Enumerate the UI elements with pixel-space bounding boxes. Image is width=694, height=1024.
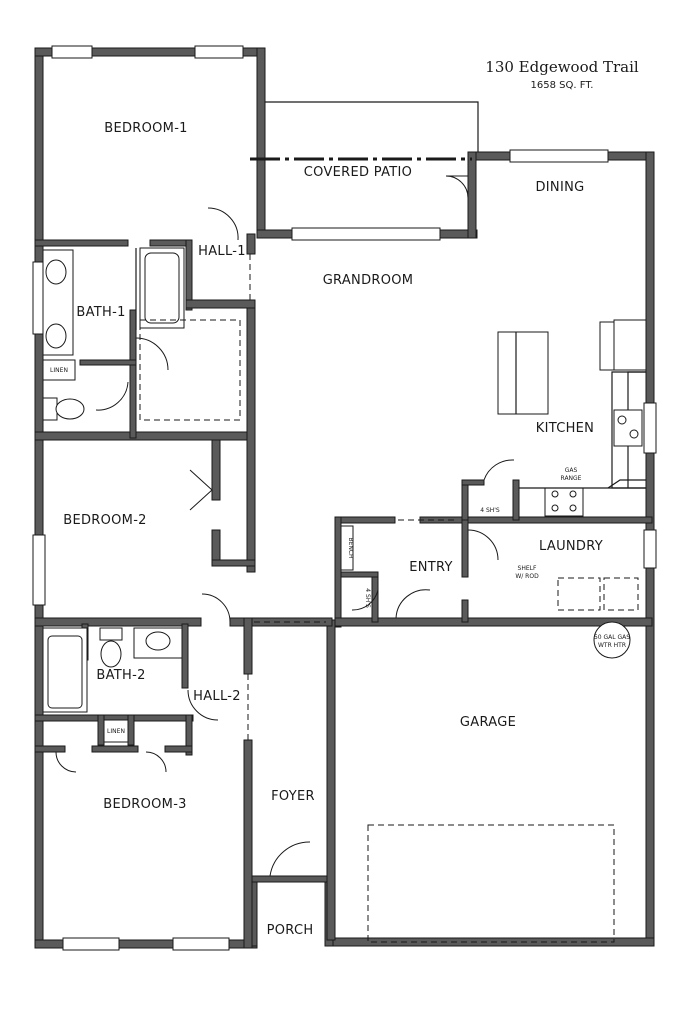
square-footage: 1658 SQ. FT. [531,80,594,91]
room-label-grandroom: GRANDROOM [323,273,414,288]
label-gas-range-2: RANGE [561,475,582,482]
address-title: 130 Edgewood Trail [485,58,639,76]
label-linen1: LINEN [50,367,68,374]
room-label-hall2: HALL-2 [193,689,241,704]
label-water-heater-2: WTR HTR [598,642,626,649]
room-label-kitchen: KITCHEN [536,421,594,436]
room-label-laundry: LAUNDRY [539,539,603,554]
room-label-garage: GARAGE [460,715,516,730]
room-label-entry: ENTRY [409,560,453,575]
kitchen-island [497,331,549,415]
room-label-bedroom2: BEDROOM-2 [63,513,147,528]
doors [55,175,515,877]
windows [32,45,657,951]
label-shelf-rod-2: W/ ROD [515,573,539,580]
room-label-bath2: BATH-2 [96,668,145,683]
label-gas-range-1: GAS [565,467,578,474]
label-linen2: LINEN [107,728,125,735]
room-label-bedroom3: BEDROOM-3 [103,797,187,812]
room-label-hall1: HALL-1 [198,244,246,259]
label-kitchen-shelves: 4 SH'S [480,507,500,514]
room-label-porch: PORCH [267,923,314,938]
room-label-covered-patio: COVERED PATIO [304,165,412,180]
fixtures [42,247,647,943]
room-label-bath1: BATH-1 [76,305,125,320]
room-label-bedroom1: BEDROOM-1 [104,121,188,136]
label-entry-shelves: 4 SH'S [364,588,371,608]
room-label-foyer: FOYER [271,789,315,804]
label-water-heater-1: 50 GAL GAS [594,634,630,641]
room-label-dining: DINING [535,180,584,195]
label-shelf-rod-1: SHELF [518,565,537,572]
label-bench: BENCH [347,537,354,558]
interior-walls [34,233,653,949]
patio-outline [250,101,479,161]
